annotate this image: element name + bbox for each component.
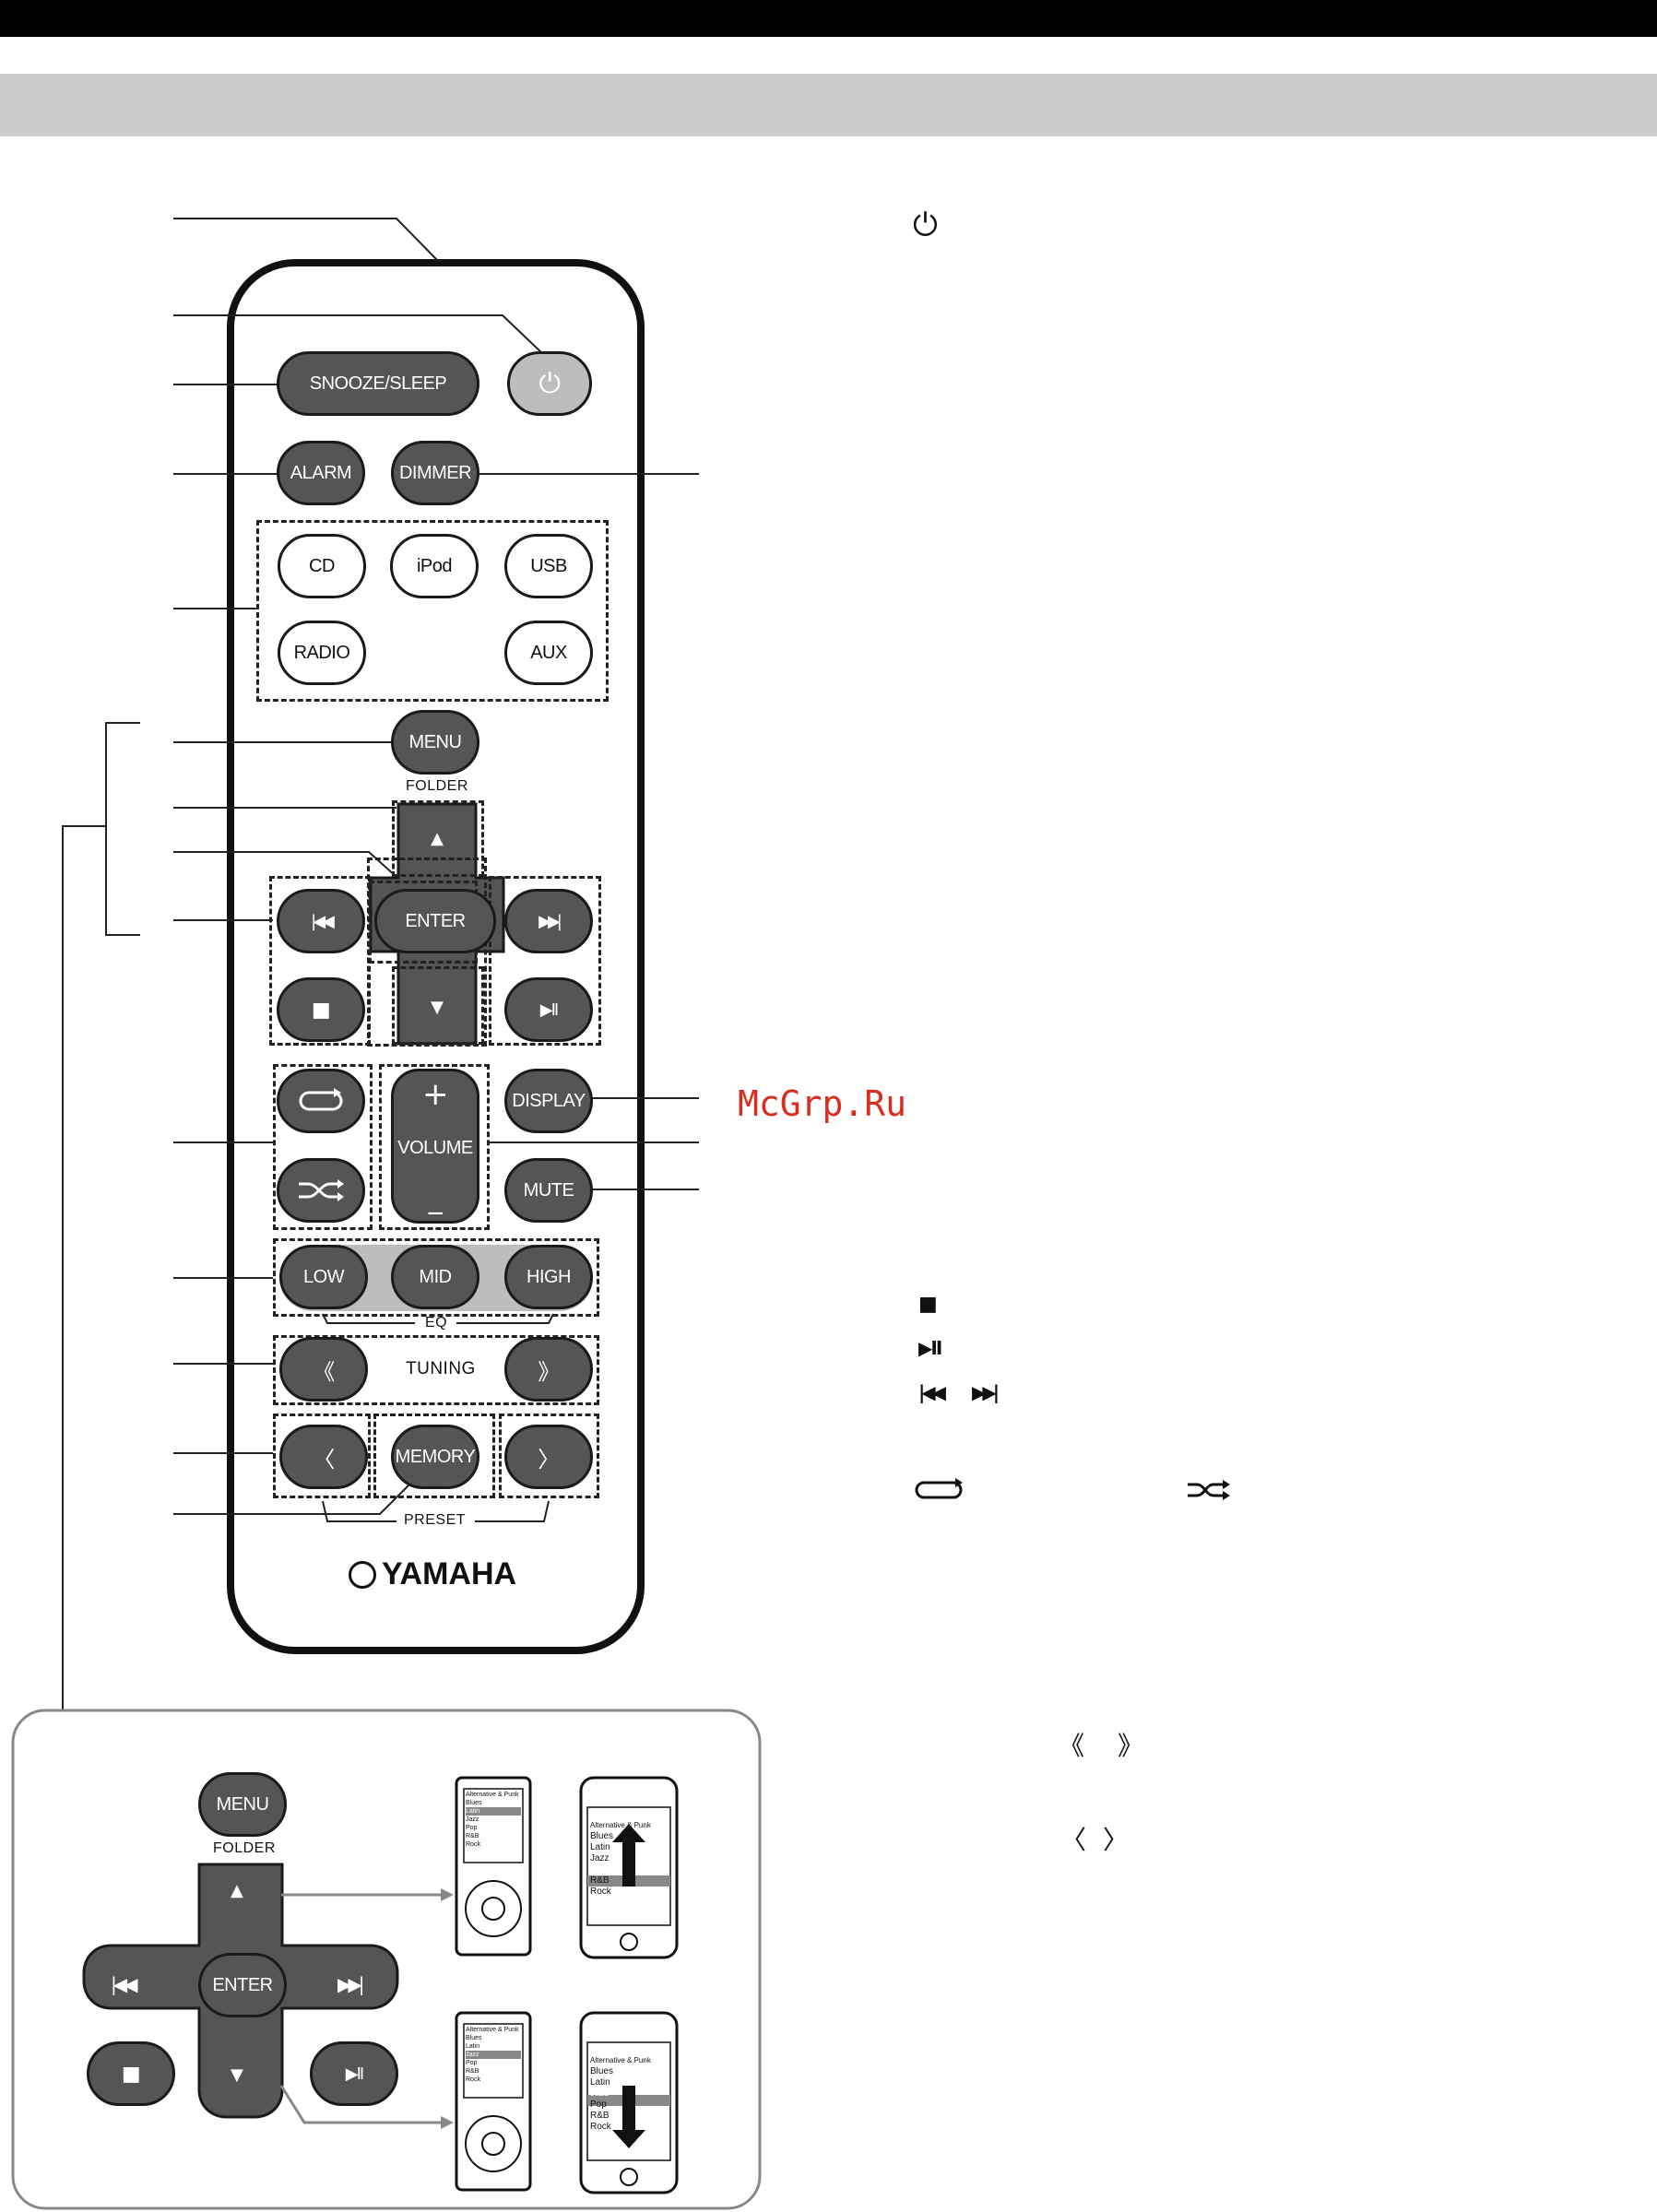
aux-button[interactable]: AUX	[504, 621, 593, 685]
inset-play-pause-icon: ▶II	[345, 2064, 365, 2084]
skip-back-icon-ref: |◀◀	[918, 1381, 946, 1403]
menu-button[interactable]: MENU	[391, 710, 479, 775]
eq-group	[273, 1238, 599, 1317]
up-arrow-icon: ▲	[431, 829, 444, 848]
eq-low-button[interactable]: LOW	[279, 1245, 368, 1309]
skip-forward-icon: ▶▶|	[539, 911, 562, 931]
repeat-shuffle-group	[273, 1064, 373, 1230]
inset-skip-back-icon: |◀◀	[111, 1973, 137, 1995]
forward-icon: 》	[538, 1358, 560, 1385]
shuffle-icon	[299, 1179, 344, 1201]
ipod-nano-screen-list-2: Alternative & Punk Blues Latin Jazz Pop …	[466, 2026, 521, 2084]
chevron-left-icon: 〈	[313, 1446, 335, 1473]
inset-up-arrow-icon: ▲	[231, 1881, 243, 1900]
skip-back-icon: |◀◀	[311, 911, 335, 931]
skip-back-button[interactable]: |◀◀	[277, 889, 365, 953]
folder-down-group	[392, 966, 484, 1045]
eq-label: EQ	[425, 1315, 448, 1331]
repeat-button[interactable]	[277, 1069, 365, 1133]
power-icon: ⏻	[539, 367, 561, 400]
inset-down-arrow-icon: ▼	[231, 2065, 243, 2085]
cd-button[interactable]: CD	[278, 534, 366, 598]
yamaha-emblem-icon	[349, 1560, 376, 1589]
folder-label: FOLDER	[406, 778, 468, 794]
play-pause-icon-ref: ▶II	[918, 1337, 942, 1359]
ipod-button[interactable]: iPod	[390, 534, 479, 598]
iphone-screen-list-2: Alternative & Punk Blues Latin Jazz Pop …	[590, 2056, 651, 2132]
play-pause-button[interactable]: ▶II	[504, 977, 593, 1042]
rewind-icon: 《	[313, 1358, 335, 1385]
enter-button[interactable]: ENTER	[374, 889, 496, 953]
preset-next-button[interactable]: 〉	[504, 1425, 593, 1489]
remote-body	[227, 259, 645, 1654]
preset-next-group	[499, 1414, 599, 1498]
watermark-text: McGrp.Ru	[738, 1083, 907, 1124]
skip-forward-icon-ref: ▶▶|	[972, 1381, 1000, 1403]
stop-icon-ref: ■	[918, 1293, 938, 1316]
memory-group	[373, 1414, 495, 1498]
usb-button[interactable]: USB	[504, 534, 593, 598]
tuning-down-button[interactable]: 《	[279, 1337, 368, 1402]
display-button[interactable]: DISPLAY	[504, 1069, 593, 1133]
eq-high-button[interactable]: HIGH	[504, 1245, 593, 1309]
skip-forward-button[interactable]: ▶▶|	[504, 889, 593, 953]
inset-play-pause-button[interactable]: ▶II	[310, 2041, 398, 2106]
inset-enter-button[interactable]: ENTER	[198, 1953, 287, 2017]
inset-menu-button[interactable]: MENU	[198, 1772, 287, 1837]
chevron-left-icon-ref: 〈	[1060, 1825, 1087, 1855]
volume-rocker[interactable]: + VOLUME _	[391, 1069, 479, 1224]
power-icon-ref: ⏻	[913, 207, 938, 243]
tuning-group	[273, 1335, 599, 1405]
dimmer-button[interactable]: DIMMER	[391, 441, 479, 505]
snooze-sleep-button[interactable]: SNOOZE/SLEEP	[277, 351, 479, 416]
inset-stop-button[interactable]: ■	[87, 2041, 175, 2106]
volume-group	[379, 1064, 490, 1230]
play-pause-icon: ▶II	[539, 1000, 560, 1020]
folder-up-group	[392, 800, 484, 877]
volume-down-icon[interactable]: _	[428, 1183, 443, 1215]
alarm-button[interactable]: ALARM	[277, 441, 365, 505]
chevron-right-icon: 〉	[538, 1446, 560, 1473]
folder-down-button[interactable]: ▼	[398, 973, 476, 1042]
stop-icon: ■	[311, 998, 331, 1022]
brand-logo: YAMAHA	[349, 1556, 516, 1592]
shuffle-button[interactable]	[277, 1158, 365, 1223]
eq-mid-button[interactable]: MID	[391, 1245, 479, 1309]
volume-up-icon[interactable]: +	[422, 1076, 449, 1113]
preset-label: PRESET	[404, 1512, 467, 1528]
volume-label: VOLUME	[397, 1137, 473, 1158]
inset-frame	[11, 1709, 762, 2210]
stop-button[interactable]: ■	[277, 977, 365, 1042]
mute-button[interactable]: MUTE	[504, 1158, 593, 1223]
tuning-label: TUNING	[406, 1359, 476, 1378]
top-black-bar	[0, 0, 1657, 37]
forward-icon-ref: 》	[1118, 1731, 1144, 1761]
iphone-screen-list: Alternative & Punk Blues Latin Jazz Pop …	[590, 1821, 651, 1897]
rewind-icon-ref: 《	[1059, 1731, 1085, 1761]
tuning-up-button[interactable]: 》	[504, 1337, 593, 1402]
folder-up-button[interactable]: ▲	[398, 804, 476, 873]
transport-right-group	[489, 876, 601, 1046]
section-header-bar	[0, 74, 1657, 136]
preset-prev-group	[273, 1414, 371, 1498]
preset-prev-button[interactable]: 〈	[279, 1425, 368, 1489]
ipod-nano-screen-list: Alternative & Punk Blues Latin Jazz Pop …	[466, 1791, 521, 1849]
nav-outer-group	[367, 858, 487, 1047]
inset-folder-label: FOLDER	[213, 1840, 276, 1856]
memory-button[interactable]: MEMORY	[391, 1425, 479, 1489]
radio-button[interactable]: RADIO	[278, 621, 366, 685]
chevron-right-icon-ref: 〉	[1103, 1825, 1130, 1855]
inset-skip-forward-icon: ▶▶|	[337, 1973, 364, 1995]
inset-stop-icon: ■	[121, 2062, 141, 2086]
source-buttons-group	[256, 520, 609, 702]
power-button[interactable]: ⏻	[507, 351, 592, 416]
down-arrow-icon: ▼	[431, 998, 444, 1017]
repeat-icon	[299, 1088, 343, 1111]
